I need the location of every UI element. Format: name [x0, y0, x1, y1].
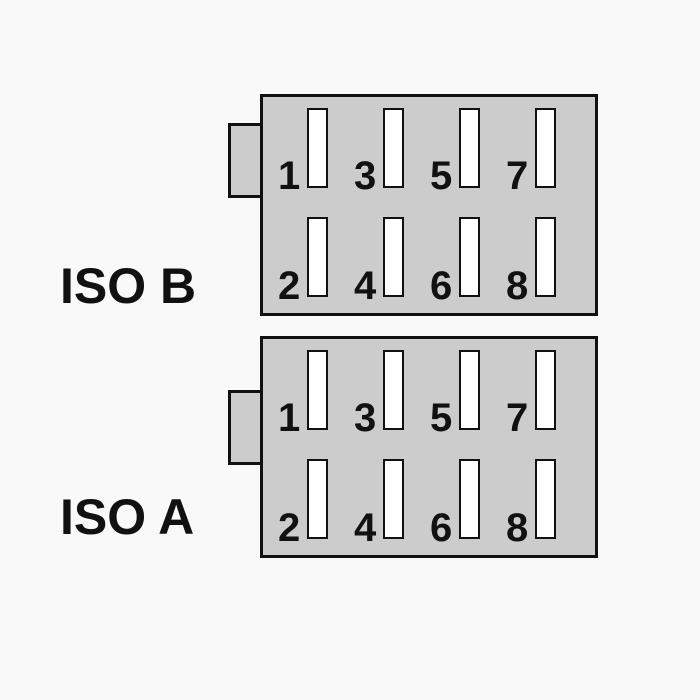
- iso-b-pin-2-slot: [307, 217, 328, 297]
- iso-a-pin-8-number: 8: [506, 506, 528, 550]
- iso-a-pin-7-slot: [535, 350, 556, 430]
- iso-a-connector: 1 3 5 7 2 4 6 8: [260, 336, 598, 558]
- iso-a-pin-3-slot: [383, 350, 404, 430]
- iso-b-pin-5-slot: [459, 108, 480, 188]
- iso-b-pin-2-number: 2: [278, 264, 300, 308]
- iso-a-latch: [228, 390, 261, 465]
- iso-a-pin-2-slot: [307, 459, 328, 539]
- iso-b-pin-8-number: 8: [506, 264, 528, 308]
- iso-a-pin-1-number: 1: [278, 396, 300, 440]
- iso-a-pin-2-number: 2: [278, 506, 300, 550]
- iso-a-pin-1-slot: [307, 350, 328, 430]
- iso-b-pin-5-number: 5: [430, 154, 452, 198]
- iso-b-pin-4-number: 4: [354, 264, 376, 308]
- iso-a-pin-4-number: 4: [354, 506, 376, 550]
- iso-b-pin-7-number: 7: [506, 154, 528, 198]
- iso-a-pin-6-slot: [459, 459, 480, 539]
- iso-b-latch: [228, 123, 261, 198]
- iso-a-pin-7-number: 7: [506, 396, 528, 440]
- iso-a-pin-3-number: 3: [354, 396, 376, 440]
- iso-b-connector: 1 3 5 7 2 4 6 8: [260, 94, 598, 316]
- iso-b-pin-1-slot: [307, 108, 328, 188]
- iso-b-label: ISO B: [60, 258, 197, 314]
- iso-a-pin-5-slot: [459, 350, 480, 430]
- iso-b-pin-4-slot: [383, 217, 404, 297]
- iso-a-pin-4-slot: [383, 459, 404, 539]
- iso-b-pin-3-number: 3: [354, 154, 376, 198]
- iso-b-pin-6-slot: [459, 217, 480, 297]
- iso-b-pin-6-number: 6: [430, 264, 452, 308]
- iso-b-pin-8-slot: [535, 217, 556, 297]
- iso-b-pin-3-slot: [383, 108, 404, 188]
- iso-a-label: ISO A: [60, 489, 195, 545]
- iso-b-pin-7-slot: [535, 108, 556, 188]
- iso-a-pin-5-number: 5: [430, 396, 452, 440]
- iso-b-pin-1-number: 1: [278, 154, 300, 198]
- iso-a-pin-6-number: 6: [430, 506, 452, 550]
- iso-a-pin-8-slot: [535, 459, 556, 539]
